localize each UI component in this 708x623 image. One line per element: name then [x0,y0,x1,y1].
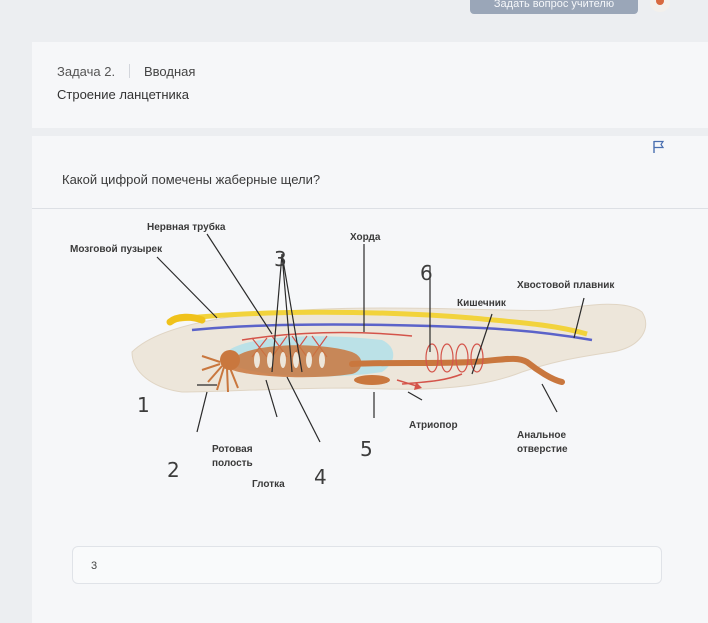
top-bar: Задать вопрос учителю [0,0,708,28]
label-tail-fin: Хвостовой плавник [517,280,615,291]
number-1: 1 [137,393,150,417]
question-text: Какой цифрой помечены жаберные щели? [62,172,321,187]
label-anus-line2: отверстие [517,444,568,455]
report-flag-icon[interactable] [652,140,666,154]
task-number: Задача 2. [57,64,116,79]
question-card: Какой цифрой помечены жаберные щели? [32,136,708,623]
number-2: 2 [167,458,180,482]
label-brain-vesicle: Мозговой пузырек [70,244,163,255]
lancelet-diagram: Мозговой пузырек Нервная трубка Хорда Хв… [70,221,647,490]
divider [129,64,130,78]
number-3: 3 [274,247,287,271]
notochord [171,309,588,337]
brain-vesicle [166,313,206,326]
divider [32,208,708,209]
label-atriopore: Атриопор [409,420,458,431]
label-notochord: Хорда [350,232,381,243]
label-intestine: Кишечник [457,298,507,309]
label-anus-line1: Анальное [517,430,566,441]
blood-vessel [241,331,413,341]
gill-bars [254,352,325,368]
gonads [425,343,484,373]
liver [354,375,390,385]
task-title: Строение ланцетника [57,87,190,102]
oral-cirri [201,355,239,393]
label-neural-tube: Нервная трубка [147,221,226,233]
number-6: 6 [420,261,433,285]
label-oral-cavity-line2: полость [212,458,253,469]
notification-icon[interactable] [650,0,670,12]
intestine [349,355,565,385]
task-header-card: Задача 2. Вводная Строение ланцетника [32,42,708,128]
oral-hood [220,350,240,370]
task-type: Вводная [144,64,196,79]
ask-teacher-button[interactable]: Задать вопрос учителю [470,0,638,14]
answer-value: 3 [91,560,98,572]
number-5: 5 [360,437,373,461]
answer-input[interactable]: 3 [72,546,662,584]
pointer-lines [156,233,585,443]
nerve-cord [191,323,593,342]
label-oral-cavity-line1: Ротовая [212,444,253,455]
label-pharynx: Глотка [252,479,285,490]
number-4: 4 [314,465,327,489]
